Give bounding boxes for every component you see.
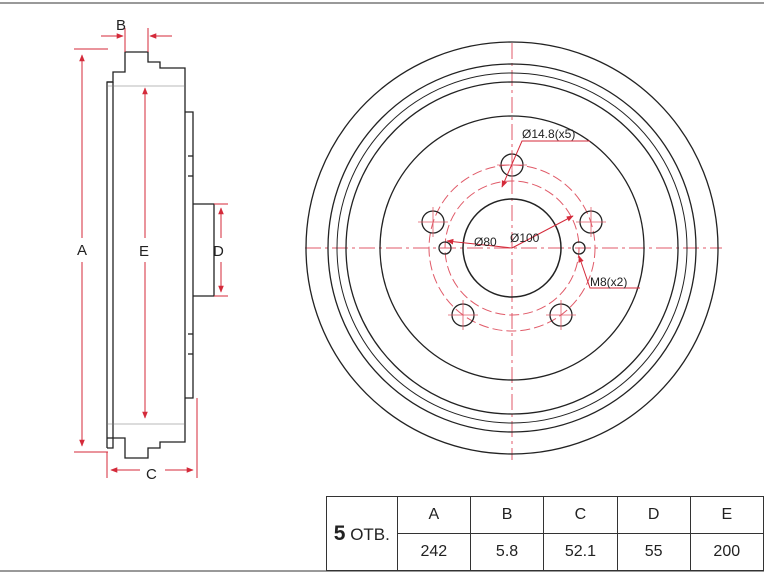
label-c: C bbox=[146, 466, 157, 483]
label-b: B bbox=[116, 17, 126, 34]
side-view: A E D B C bbox=[74, 17, 228, 483]
thread-hole bbox=[438, 241, 452, 255]
note-pcd: Ø100 bbox=[510, 231, 540, 245]
value-a: 242 bbox=[396, 533, 472, 571]
dimension-b bbox=[101, 28, 172, 52]
label-e: E bbox=[139, 243, 149, 260]
holes-count: 5 bbox=[333, 521, 346, 545]
header-a: A bbox=[396, 496, 472, 534]
header-d: D bbox=[616, 496, 691, 534]
note-thread-holes: M8(x2) bbox=[590, 275, 627, 289]
label-a: A bbox=[77, 242, 87, 259]
header-e: E bbox=[689, 496, 764, 534]
note-center-bore: Ø80 bbox=[474, 235, 497, 249]
holes-unit: ОТВ. bbox=[350, 524, 390, 544]
dimension-c bbox=[106, 398, 198, 478]
table-header-row: 5 ОТВ. A B C D E bbox=[326, 496, 764, 571]
value-e: 200 bbox=[689, 533, 764, 571]
dimension-a bbox=[74, 48, 108, 453]
value-b: 5.8 bbox=[470, 533, 545, 571]
label-d: D bbox=[213, 243, 224, 260]
value-c: 52.1 bbox=[543, 533, 618, 571]
thread-hole bbox=[572, 241, 586, 255]
table-value-row: 242 5.8 52.1 55 200 bbox=[327, 533, 764, 571]
pcd-circles bbox=[428, 164, 596, 332]
spec-table: 5 ОТВ. A B C D E 242 5.8 52.1 55 200 bbox=[326, 496, 764, 571]
drum-circles bbox=[305, 41, 719, 455]
value-d: 55 bbox=[616, 533, 691, 571]
header-b: B bbox=[470, 496, 545, 534]
note-stud-holes: Ø14.8(x5) bbox=[522, 127, 575, 141]
front-view: Ø14.8(x5) Ø100 Ø80 M8(x2) bbox=[305, 41, 722, 460]
drum-section-outline bbox=[106, 51, 215, 459]
stud-hole-centers bbox=[418, 150, 606, 330]
dimension-d bbox=[214, 203, 228, 297]
center-lines bbox=[305, 43, 722, 460]
thread-holes bbox=[438, 241, 586, 255]
header-c: C bbox=[543, 496, 618, 534]
front-dimension-lines bbox=[446, 140, 640, 289]
holes-cell: 5 ОТВ. bbox=[326, 496, 398, 571]
